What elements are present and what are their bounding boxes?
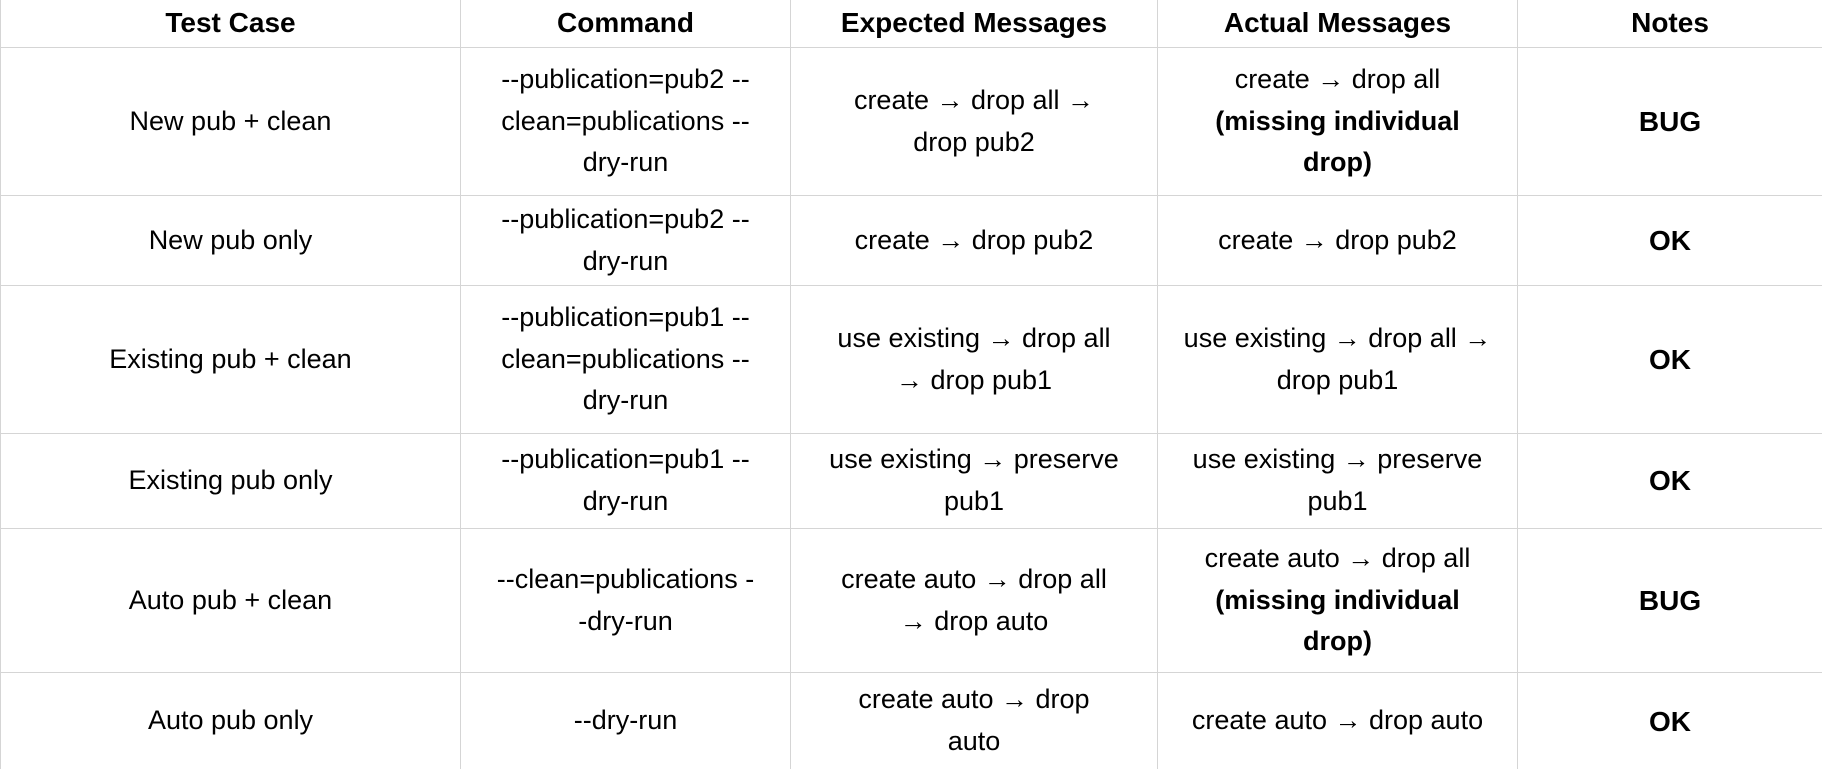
table-row: New pub + clean --publication=pub2 -- cl… xyxy=(0,47,1822,196)
actual-message-text: create → drop pub2 xyxy=(1218,224,1457,255)
actual-message-text: use existing → preserve pub1 xyxy=(1192,444,1483,516)
cell-test-case: Auto pub only xyxy=(0,672,461,769)
actual-message-text: create auto → drop auto xyxy=(1191,705,1484,736)
table-row: Existing pub only --publication=pub1 -- … xyxy=(0,433,1822,529)
cell-command: --publication=pub2 -- clean=publications… xyxy=(460,47,791,196)
cell-actual-messages: create auto → drop auto xyxy=(1157,672,1518,769)
cell-notes: BUG xyxy=(1517,528,1822,673)
cell-actual-messages: create auto → drop all (missing individu… xyxy=(1157,528,1518,673)
cell-command: --publication=pub2 -- dry-run xyxy=(460,195,791,286)
cell-notes: OK xyxy=(1517,672,1822,769)
table-row: Auto pub only --dry-run create auto → dr… xyxy=(0,672,1822,769)
table-row: Auto pub + clean --clean=publications - … xyxy=(0,528,1822,673)
cell-expected-messages: create → drop all → drop pub2 xyxy=(790,47,1158,196)
col-header-test-case: Test Case xyxy=(0,0,461,48)
header-row: Test Case Command Expected Messages Actu… xyxy=(0,0,1822,48)
cell-test-case: New pub only xyxy=(0,195,461,286)
actual-message-text: create auto → drop all xyxy=(1204,542,1471,573)
cell-test-case: Existing pub only xyxy=(0,433,461,529)
actual-message-bold-note: (missing individual drop) xyxy=(1215,105,1460,178)
cell-notes: OK xyxy=(1517,433,1822,529)
col-header-actual-messages: Actual Messages xyxy=(1157,0,1518,48)
cell-expected-messages: create auto → drop auto xyxy=(790,672,1158,769)
cell-actual-messages: create → drop pub2 xyxy=(1157,195,1518,286)
actual-message-text: use existing → drop all → drop pub1 xyxy=(1183,322,1492,395)
cell-expected-messages: use existing → preserve pub1 xyxy=(790,433,1158,529)
cell-notes: OK xyxy=(1517,285,1822,434)
col-header-expected-messages: Expected Messages xyxy=(790,0,1158,48)
cell-actual-messages: create → drop all (missing individual dr… xyxy=(1157,47,1518,196)
cell-command: --publication=pub1 -- clean=publications… xyxy=(460,285,791,434)
cell-expected-messages: use existing → drop all → drop pub1 xyxy=(790,285,1158,434)
cell-actual-messages: use existing → drop all → drop pub1 xyxy=(1157,285,1518,434)
cell-notes: BUG xyxy=(1517,47,1822,196)
cell-command: --clean=publications - -dry-run xyxy=(460,528,791,673)
cell-expected-messages: create auto → drop all → drop auto xyxy=(790,528,1158,673)
cell-actual-messages: use existing → preserve pub1 xyxy=(1157,433,1518,529)
cell-command: --publication=pub1 -- dry-run xyxy=(460,433,791,529)
cell-test-case: Existing pub + clean xyxy=(0,285,461,434)
cell-test-case: Auto pub + clean xyxy=(0,528,461,673)
cell-command: --dry-run xyxy=(460,672,791,769)
actual-message-bold-note: (missing individual drop) xyxy=(1215,584,1460,657)
col-header-notes: Notes xyxy=(1517,0,1822,48)
actual-message-text: create → drop all xyxy=(1234,63,1441,94)
cell-notes: OK xyxy=(1517,195,1822,286)
col-header-command: Command xyxy=(460,0,791,48)
table-row: Existing pub + clean --publication=pub1 … xyxy=(0,285,1822,434)
table-row: New pub only --publication=pub2 -- dry-r… xyxy=(0,195,1822,286)
cell-expected-messages: create → drop pub2 xyxy=(790,195,1158,286)
cell-test-case: New pub + clean xyxy=(0,47,461,196)
